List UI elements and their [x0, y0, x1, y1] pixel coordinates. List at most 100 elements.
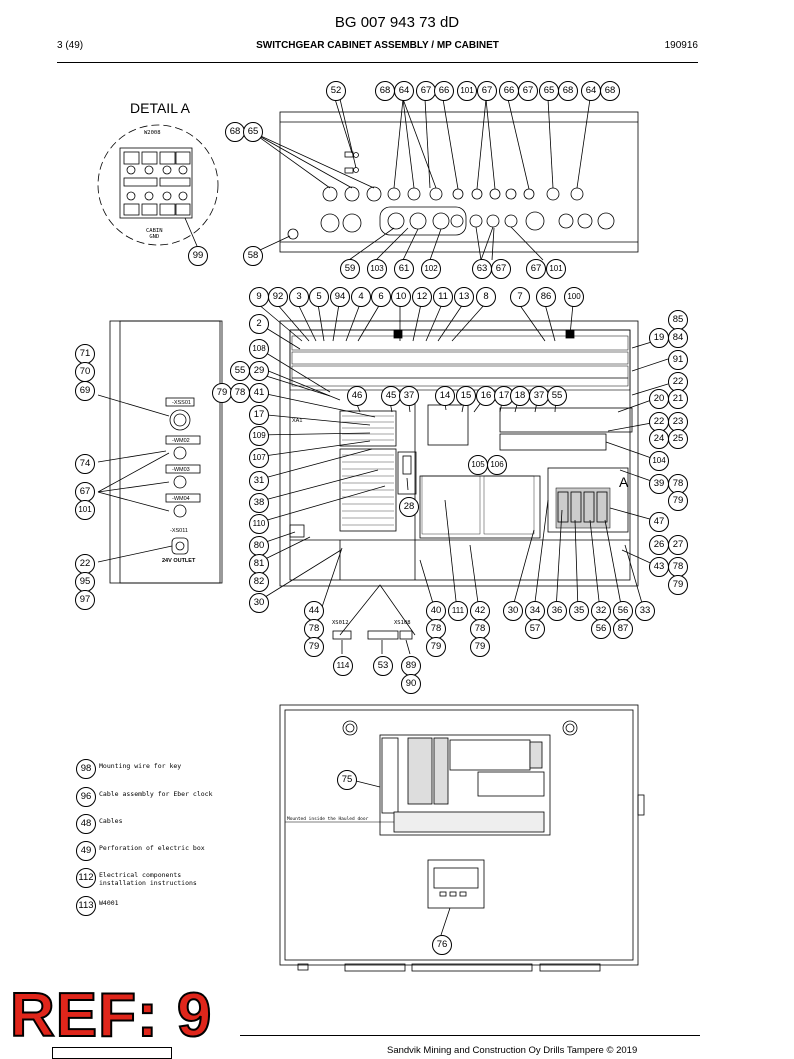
middle-callout-bubble: 53	[373, 656, 393, 676]
document-code: BG 007 943 73 dD	[334, 14, 460, 31]
middle-callout-bubble: 79	[212, 383, 232, 403]
middle-callout-bubble: 28	[399, 497, 419, 517]
legend-text: Mounting wire for key	[99, 762, 182, 770]
middle-callout-bubble: 106	[487, 455, 507, 475]
top-callout-bubble: 68	[225, 122, 245, 142]
middle-callout-bubble: 31	[249, 471, 269, 491]
middle-callout-bubble: 78	[668, 557, 688, 577]
top-callout-bubble: 59	[340, 259, 360, 279]
middle-callout-bubble: 95	[75, 572, 95, 592]
door-xs011-label: -XS011	[170, 528, 188, 534]
middle-callout-bubble: 67	[75, 482, 95, 502]
middle-callout-bubble: 7	[510, 287, 530, 307]
middle-callout-bubble: 108	[249, 339, 269, 359]
legend-number: 49	[76, 841, 96, 861]
middle-callout-bubble: 18	[510, 386, 530, 406]
middle-callout-bubble: 3	[289, 287, 309, 307]
middle-callout-bubble: 14	[435, 386, 455, 406]
middle-callout-bubble: 80	[249, 536, 269, 556]
door-wm03-label: -WM03	[172, 467, 190, 473]
middle-callout-bubble: 82	[249, 572, 269, 592]
top-callout-bubble: 102	[421, 259, 441, 279]
middle-callout-bubble: 105	[468, 455, 488, 475]
cabinet-front	[279, 704, 639, 966]
middle-callout-bubble: 78	[230, 383, 250, 403]
middle-callout-bubble: 9	[249, 287, 269, 307]
middle-callout-bubble: 94	[330, 287, 350, 307]
middle-callout-bubble: 5	[309, 287, 329, 307]
xs012-label: XS012	[332, 620, 349, 626]
middle-callout-bubble: 35	[569, 601, 589, 621]
middle-callout-bubble: 69	[75, 381, 95, 401]
door-outlet-label: 24V OUTLET	[162, 558, 196, 564]
middle-callout-bubble: 107	[249, 448, 269, 468]
middle-callout-bubble: 30	[503, 601, 523, 621]
legend-number: 96	[76, 787, 96, 807]
middle-callout-bubble: 78	[470, 619, 490, 639]
middle-callout-bubble: 91	[668, 350, 688, 370]
middle-callout-bubble: 71	[75, 344, 95, 364]
xa1-label: XA1	[292, 418, 303, 424]
middle-callout-bubble: 24	[649, 429, 669, 449]
middle-callout-bubble: 39	[649, 474, 669, 494]
legend-text: Electrical components installation instr…	[99, 871, 197, 887]
middle-callout-bubble: 43	[649, 557, 669, 577]
middle-callout-bubble: 32	[591, 601, 611, 621]
middle-callout-bubble: 56	[591, 619, 611, 639]
top-callout-bubble: 64	[394, 81, 414, 101]
top-callout-bubble: 67	[477, 81, 497, 101]
middle-callout-bubble: 44	[304, 601, 324, 621]
top-callout-bubble: 65	[243, 122, 263, 142]
footer-logo-box	[52, 1047, 172, 1059]
middle-callout-bubble: 38	[249, 493, 269, 513]
middle-callout-bubble: 78	[426, 619, 446, 639]
document-date: 190916	[664, 40, 698, 51]
middle-callout-bubble: 26	[649, 535, 669, 555]
top-callout-bubble: 103	[367, 259, 387, 279]
top-callout-bubble: 63	[472, 259, 492, 279]
top-callout-bubble: 68	[558, 81, 578, 101]
middle-callout-bubble: 21	[668, 389, 688, 409]
middle-callout-bubble: 100	[564, 287, 584, 307]
middle-callout-bubble: 4	[351, 287, 371, 307]
middle-callout-bubble: 42	[470, 601, 490, 621]
middle-callout-bubble: 79	[668, 491, 688, 511]
middle-callout-bubble: 79	[470, 637, 490, 657]
top-callout-bubble: 68	[375, 81, 395, 101]
legend-number: 112	[76, 868, 96, 888]
xs108-label: XS108	[394, 620, 411, 626]
legend-text: W4001	[99, 899, 119, 907]
middle-callout-bubble: 45	[381, 386, 401, 406]
middle-callout-bubble: 40	[426, 601, 446, 621]
middle-callout-bubble: 92	[268, 287, 288, 307]
middle-callout-bubble: 30	[249, 593, 269, 613]
middle-callout-bubble: 55	[547, 386, 567, 406]
middle-callout-bubble: 101	[75, 500, 95, 520]
middle-callout-bubble: 29	[249, 361, 269, 381]
middle-callout-bubble: 110	[249, 514, 269, 534]
top-callout-bubble: 64	[581, 81, 601, 101]
top-callout-bubble: 67	[526, 259, 546, 279]
middle-callout-bubble: 109	[249, 426, 269, 446]
top-callout-bubble: 101	[546, 259, 566, 279]
middle-callout-bubble: 8	[476, 287, 496, 307]
top-callout-bubble: 65	[539, 81, 559, 101]
legend-text: Cable assembly for Eber clock	[99, 790, 213, 798]
middle-callout-bubble: 17	[249, 405, 269, 425]
middle-callout-bubble: 70	[75, 362, 95, 382]
middle-callout-bubble: 33	[635, 601, 655, 621]
page-number: 3 (49)	[57, 40, 84, 51]
cabinet-top-view	[279, 111, 639, 253]
detail-a-title: DETAIL A	[130, 100, 190, 116]
middle-callout-bubble: 20	[649, 389, 669, 409]
detail-a-marker: A	[619, 474, 629, 490]
header-rule	[57, 62, 698, 63]
middle-callout-bubble: 111	[448, 601, 468, 621]
door-wm02-label: -WM02	[172, 438, 190, 444]
top-callout-bubble: 101	[457, 81, 477, 101]
middle-callout-bubble: 12	[412, 287, 432, 307]
top-callout-bubble: 67	[491, 259, 511, 279]
middle-callout-bubble: 57	[525, 619, 545, 639]
top-callout-bubble: 52	[326, 81, 346, 101]
